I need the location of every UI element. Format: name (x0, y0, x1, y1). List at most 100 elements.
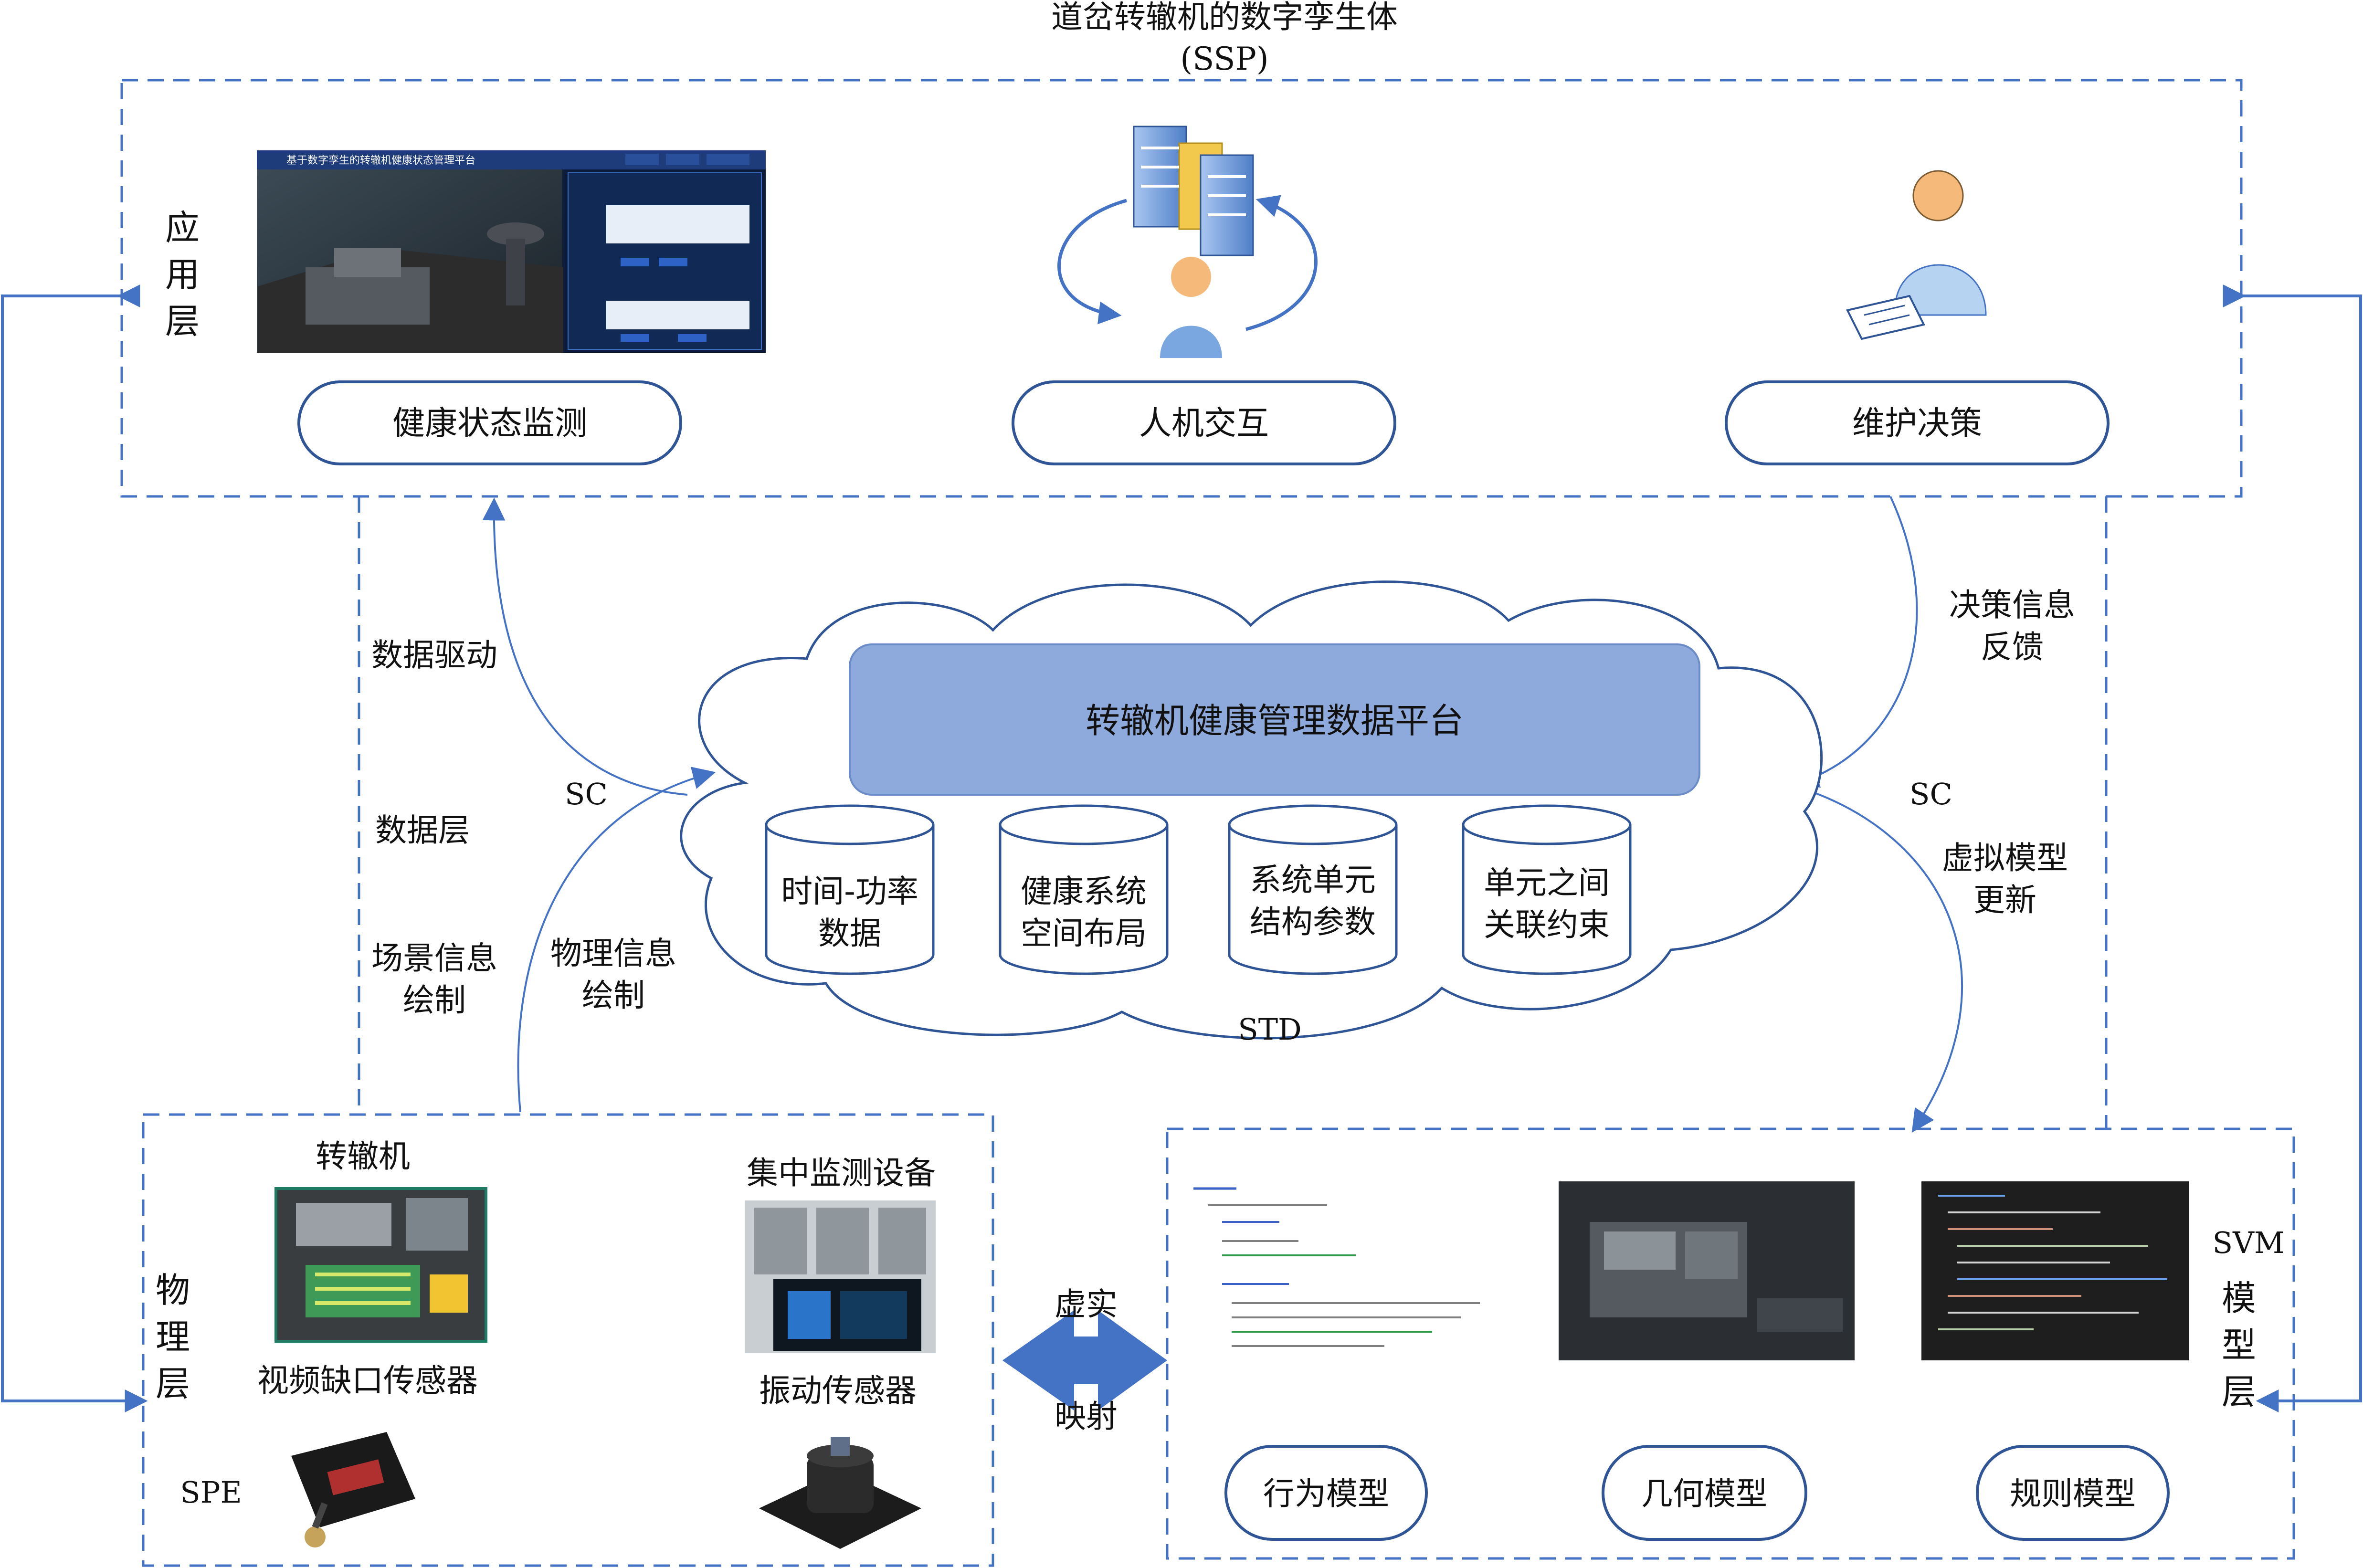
model-layer-box (1166, 1127, 2295, 1560)
model-label-char: 模 (2222, 1278, 2256, 1318)
label-physical-info-1: 物理信息 (550, 935, 676, 972)
pill-label: 维护决策 (1852, 405, 1982, 442)
arrow-physical-info (517, 767, 716, 1113)
database-label: 空间布局 (1021, 915, 1147, 952)
app-label-char: 层 (165, 301, 200, 341)
health-platform-screenshot: 基于数字孪生的转辙机健康状态管理平台 (257, 150, 766, 353)
app-label-char: 应 (165, 208, 200, 248)
screenshot-machine-top (334, 248, 401, 277)
interaction-arrow-left (1057, 199, 1127, 325)
maintenance-person-icon (1846, 170, 1987, 340)
database-spatial-layout: 健康系统 空间布局 (999, 804, 1169, 975)
phys-label-char: 物 (156, 1270, 190, 1310)
label-data-layer: 数据层 (375, 812, 470, 849)
database-time-power: 时间-功率 数据 (765, 804, 935, 975)
label-scene-info-2: 绘制 (403, 982, 466, 1019)
database-label: 时间-功率 (781, 873, 918, 910)
pill-maintenance-decision: 维护决策 (1725, 380, 2110, 465)
screenshot-panel-button (659, 258, 687, 266)
screenshot-panel-button (621, 258, 649, 266)
label-virtual-real-top: 虚实 (1055, 1286, 1118, 1323)
screenshot-table-1 (606, 205, 749, 243)
screenshot-rod-stem (506, 239, 525, 305)
title-line2: (SSP) (1180, 41, 1268, 77)
pill-label: 健康状态监测 (392, 405, 587, 442)
std-label: STD (1238, 1012, 1302, 1047)
physical-layer-label: 物 理 层 (156, 1270, 190, 1404)
pill-geometry-model: 几何模型 (1602, 1445, 1807, 1541)
pill-human-machine: 人机交互 (1012, 380, 1396, 465)
data-platform-cloud: 转辙机健康管理数据平台 时间-功率 数据 健康系统 空间布局 系统单元 结构参数… (680, 580, 1823, 1047)
pill-behavior-model: 行为模型 (1224, 1445, 1428, 1541)
outer-loop-right (2223, 284, 2362, 1412)
screenshot-header-button (666, 154, 699, 165)
database-label: 关联约束 (1484, 906, 1610, 943)
label-decision-feedback-1: 决策信息 (1949, 587, 2075, 623)
user-icon (1160, 257, 1222, 358)
screenshot-header-button (625, 154, 659, 165)
pill-label: 几何模型 (1641, 1475, 1767, 1512)
label-sc-right: SC (1909, 777, 1952, 811)
label-model-update-2: 更新 (1973, 882, 2036, 918)
pill-health-monitoring: 健康状态监测 (297, 380, 682, 465)
label-monitor-device: 集中监测设备 (747, 1155, 936, 1191)
screenshot-panel-button (678, 334, 707, 342)
title-line1: 道岔转辙机的数字孪生体 (1051, 0, 1398, 35)
label-model-update-1: 虚拟模型 (1942, 840, 2068, 876)
phys-label-char: 层 (156, 1364, 190, 1404)
screenshot-panel-button (621, 334, 649, 342)
pill-rule-model: 规则模型 (1976, 1445, 2170, 1541)
application-layer-label: 应 用 层 (165, 208, 200, 341)
human-machine-icon (1057, 126, 1318, 358)
arrow-decision-feedback (1795, 496, 1918, 788)
database-label: 数据 (818, 915, 881, 952)
interaction-arrow-right (1245, 195, 1318, 331)
vibration-sensor-image (759, 1437, 921, 1549)
model-label-char: 层 (2222, 1372, 2256, 1412)
database-structure-params: 系统单元 结构参数 (1228, 804, 1398, 975)
label-vibration-sensor: 振动传感器 (759, 1372, 917, 1409)
database-constraints: 单元之间 关联约束 (1462, 804, 1632, 975)
label-video-sensor: 视频缺口传感器 (257, 1362, 478, 1399)
label-spe: SPE (180, 1475, 242, 1510)
arrow-data-driven (482, 497, 688, 796)
arrow-model-update (1799, 787, 1963, 1133)
label-scene-info-1: 场景信息 (371, 940, 497, 977)
screenshot-header-button (707, 154, 749, 165)
database-label: 系统单元 (1250, 862, 1376, 898)
screenshot-header-text: 基于数字孪生的转辙机健康状态管理平台 (286, 155, 475, 167)
svm-label: SVM (2213, 1225, 2285, 1260)
diagram-title: 道岔转辙机的数字孪生体 (SSP) (1051, 0, 1398, 77)
pill-label: 规则模型 (2010, 1475, 2136, 1512)
pill-label: 行为模型 (1263, 1475, 1389, 1512)
spe-sensor-image (291, 1432, 415, 1547)
physical-layer-box (142, 1113, 994, 1567)
outer-loop-left (1, 284, 148, 1412)
pill-label: 人机交互 (1139, 405, 1269, 442)
model-layer-label: SVM 模 型 层 (2213, 1225, 2285, 1412)
label-sc-left: SC (565, 777, 608, 811)
database-label: 单元之间 (1484, 864, 1610, 901)
label-switch-machine: 转辙机 (316, 1138, 410, 1175)
geometry-model-image (1559, 1181, 1855, 1360)
app-label-char: 用 (165, 254, 200, 295)
database-label: 健康系统 (1021, 873, 1147, 910)
model-label-char: 型 (2222, 1325, 2256, 1365)
switch-machine-photo (274, 1187, 487, 1343)
rule-code-image (1921, 1181, 2189, 1360)
behavior-code-image (1189, 1179, 1499, 1360)
label-decision-feedback-2: 反馈 (1981, 629, 2044, 665)
label-virtual-real-bottom: 映射 (1055, 1398, 1118, 1435)
screenshot-table-2 (606, 301, 749, 329)
platform-banner (849, 643, 1700, 796)
virtual-real-arrow (1002, 1310, 1167, 1410)
label-data-driven: 数据驱动 (371, 637, 497, 674)
monitor-device-photo (745, 1200, 936, 1353)
screenshot-rod (487, 222, 544, 245)
database-label: 结构参数 (1250, 904, 1376, 940)
server-icon (1133, 126, 1254, 256)
phys-label-char: 理 (156, 1317, 190, 1357)
platform-title: 转辙机健康管理数据平台 (1086, 701, 1464, 741)
label-physical-info-2: 绘制 (582, 977, 645, 1014)
